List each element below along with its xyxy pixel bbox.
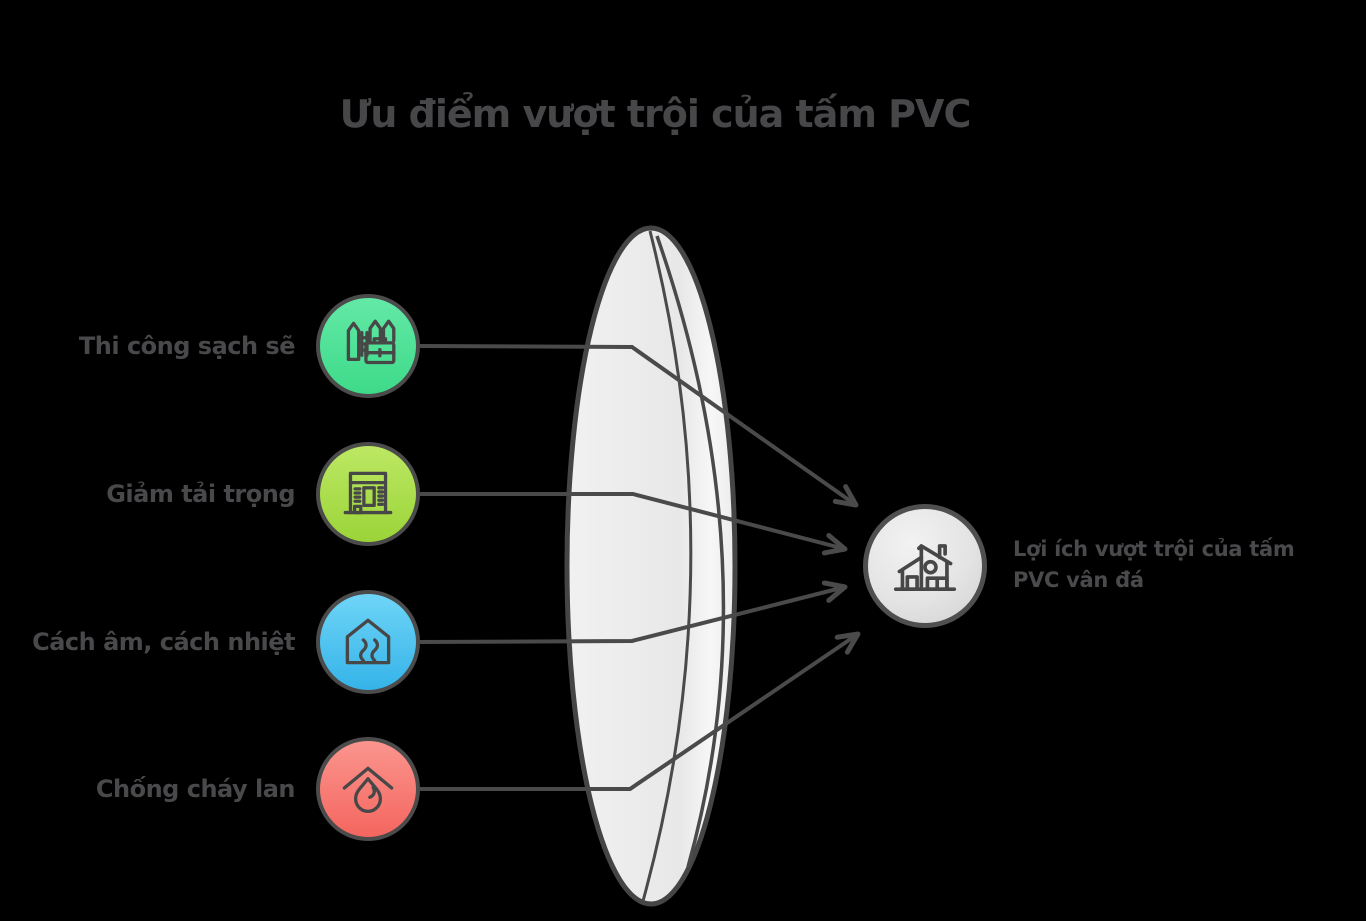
result-icon-circle (863, 504, 987, 628)
feature-label-clean-construction: Thi công sạch sẽ (78, 332, 296, 360)
flow-lines (419, 344, 861, 791)
flow-line-4 (420, 631, 861, 791)
flow-line-1 (419, 344, 859, 508)
flow-line-2 (420, 492, 848, 556)
flow-line-3 (419, 580, 848, 644)
feature-label-load-reduction: Giảm tải trọng (106, 480, 295, 508)
feature-icon-circle-4 (316, 737, 420, 841)
feature-icon-circle-2 (316, 442, 420, 546)
insulated-house-icon (345, 618, 391, 665)
lens-shape (564, 225, 738, 907)
result-label-line2: PVC vân đá (1013, 568, 1144, 592)
page-title: Ưu điểm vượt trội của tấm PVC (339, 92, 972, 136)
fire-protection-icon (342, 766, 394, 814)
result-label-line1: Lợi ích vượt trội của tấm (1013, 537, 1295, 561)
feature-label-fire-resistance: Chống cháy lan (95, 775, 296, 803)
construction-site-icon (346, 319, 396, 365)
result-label: Lợi ích vượt trội của tấm PVC vân đá (1013, 534, 1343, 596)
feature-icon-circle-1 (316, 294, 420, 398)
modern-house-icon (893, 544, 957, 591)
feature-icon-circle-3 (316, 590, 420, 694)
feature-label-insulation: Cách âm, cách nhiệt (32, 628, 295, 656)
building-icon (343, 471, 393, 515)
